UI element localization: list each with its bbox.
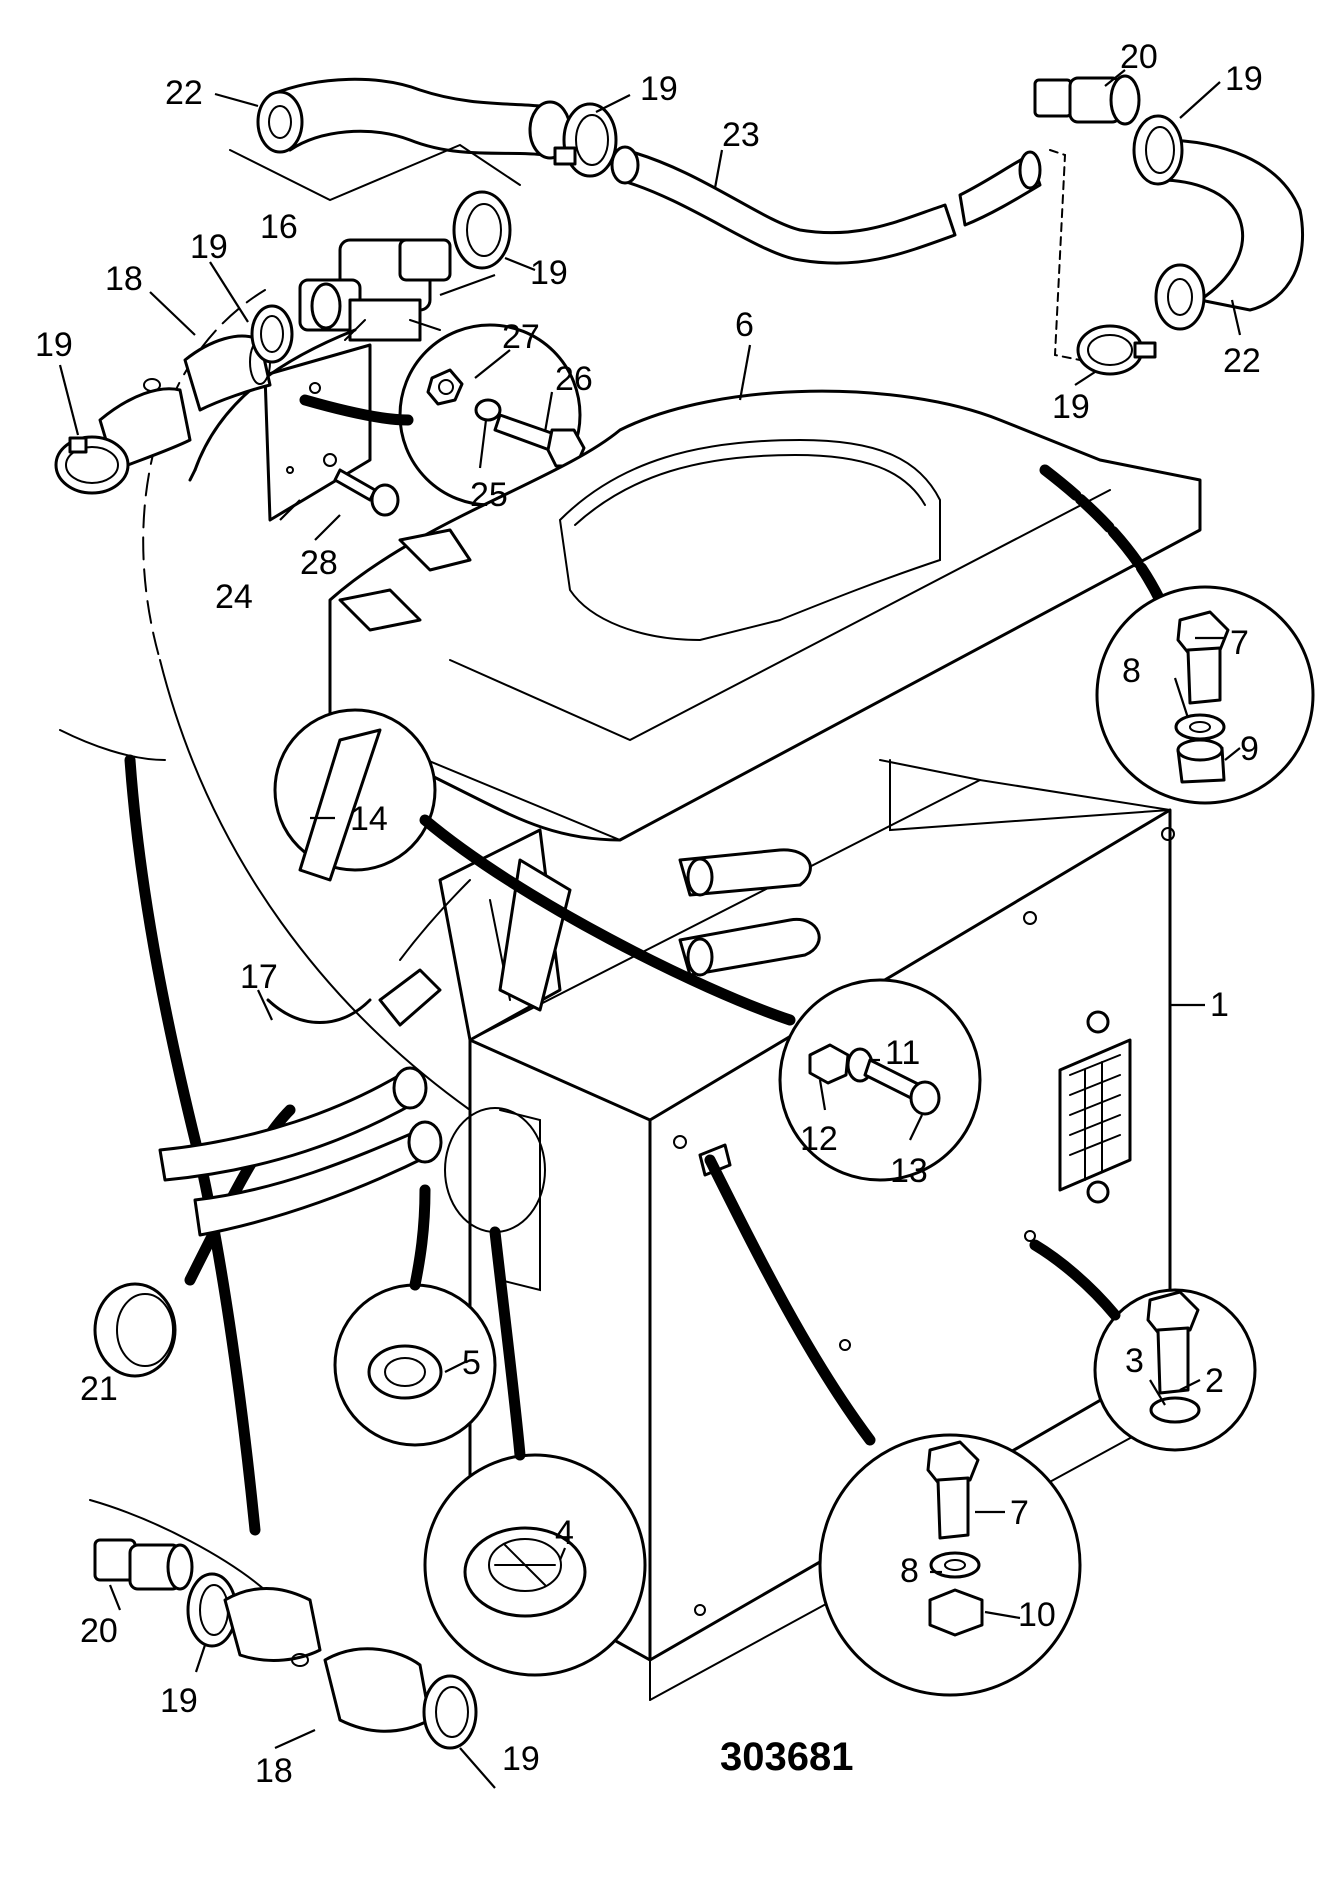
label-18-upper: 18 [105, 260, 143, 298]
hose-clamp-19-far-left [54, 435, 130, 495]
label-20-bottom: 20 [80, 1612, 118, 1650]
label-22-top-left: 22 [165, 74, 203, 112]
label-28: 28 [300, 544, 338, 582]
label-5: 5 [462, 1344, 481, 1382]
hose-clamp-19-18-upper [250, 304, 294, 364]
label-25: 25 [470, 476, 508, 514]
hose-18-lower [223, 1586, 432, 1733]
label-19-right: 19 [1052, 388, 1090, 426]
box-holes [673, 827, 1175, 1616]
hose-22-right [1154, 138, 1305, 331]
callout-nut-bolt-washer [299, 323, 586, 507]
union-20-bottom [93, 1538, 194, 1591]
callout-bracket-14 [273, 708, 796, 1026]
control-mechanism [378, 828, 572, 1042]
label-12: 12 [800, 1120, 838, 1158]
label-10: 10 [1018, 1596, 1056, 1634]
hose-22-upper-left [256, 77, 572, 160]
label-26: 26 [555, 360, 593, 398]
label-7-cover: 7 [1230, 624, 1249, 662]
label-7-box: 7 [1010, 1494, 1029, 1532]
label-24: 24 [215, 578, 253, 616]
label-22-right: 22 [1223, 342, 1261, 380]
label-16: 16 [260, 208, 298, 246]
drawing-number: 303681 [720, 1735, 853, 1779]
label-13: 13 [890, 1152, 928, 1190]
mounting-bracket-24 [263, 343, 372, 522]
label-2: 2 [1205, 1362, 1224, 1400]
label-8-box: 8 [900, 1552, 919, 1590]
alignment-line [229, 143, 521, 202]
label-1: 1 [1210, 986, 1229, 1024]
leader-band-grommet [184, 1104, 296, 1286]
label-11: 11 [885, 1034, 920, 1072]
callout-bolt-washer-nut-box [704, 1154, 1082, 1697]
callout-bolt-washer-2-3 [1029, 1239, 1257, 1452]
label-6: 6 [735, 306, 754, 344]
leader-band-cover [1039, 464, 1166, 606]
hose-clamp-19-top-right [1132, 114, 1184, 186]
hose-clamp-19-bottom-right [422, 1674, 478, 1750]
label-3: 3 [1125, 1342, 1144, 1380]
hose-clamp-19-top [553, 102, 618, 178]
label-4: 4 [555, 1514, 574, 1552]
label-9: 9 [1240, 730, 1259, 768]
callout-bolt-washer-nut-cover [1095, 585, 1315, 805]
hose-17 [266, 998, 372, 1024]
callout-screw-11-12-13 [778, 978, 982, 1182]
hose-18-upper [98, 334, 272, 472]
label-18-lower: 18 [255, 1752, 293, 1790]
water-valve-16 [298, 238, 452, 342]
label-23: 23 [722, 116, 760, 154]
label-20-top: 20 [1120, 38, 1158, 76]
part-labels: 22 19 23 20 19 22 19 6 16 19 19 18 19 27… [35, 38, 1263, 1790]
leader-lines [58, 69, 1242, 1789]
label-17: 17 [240, 958, 278, 996]
box-hoses [158, 1066, 443, 1237]
label-19-bottom-left: 19 [160, 1682, 198, 1720]
label-14: 14 [350, 800, 388, 838]
label-19-upper: 19 [190, 228, 228, 266]
cover-tabs [338, 528, 472, 632]
alignment-line-right [1049, 149, 1081, 361]
callout-grommet-5 [333, 1184, 497, 1447]
label-19-valve: 19 [530, 254, 568, 292]
label-8-cover: 8 [1122, 652, 1141, 690]
union-20-top-right [1033, 74, 1141, 126]
vent-grille [1058, 1010, 1132, 1204]
label-19-far-left: 19 [35, 326, 73, 364]
heater-tubes [678, 848, 821, 977]
label-19-bottom-right: 19 [502, 1740, 540, 1778]
label-21: 21 [80, 1370, 118, 1408]
hose-clamp-19-valve-right [452, 190, 512, 270]
label-27: 27 [502, 318, 540, 356]
grommet-21 [93, 1282, 177, 1378]
label-19-top: 19 [640, 70, 678, 108]
label-19-top-right: 19 [1225, 60, 1263, 98]
callout-vent-4 [423, 1226, 647, 1677]
hose-clamp-19-right-low [1076, 324, 1157, 376]
hose-23 [610, 145, 1042, 265]
bolt-28 [333, 468, 400, 517]
